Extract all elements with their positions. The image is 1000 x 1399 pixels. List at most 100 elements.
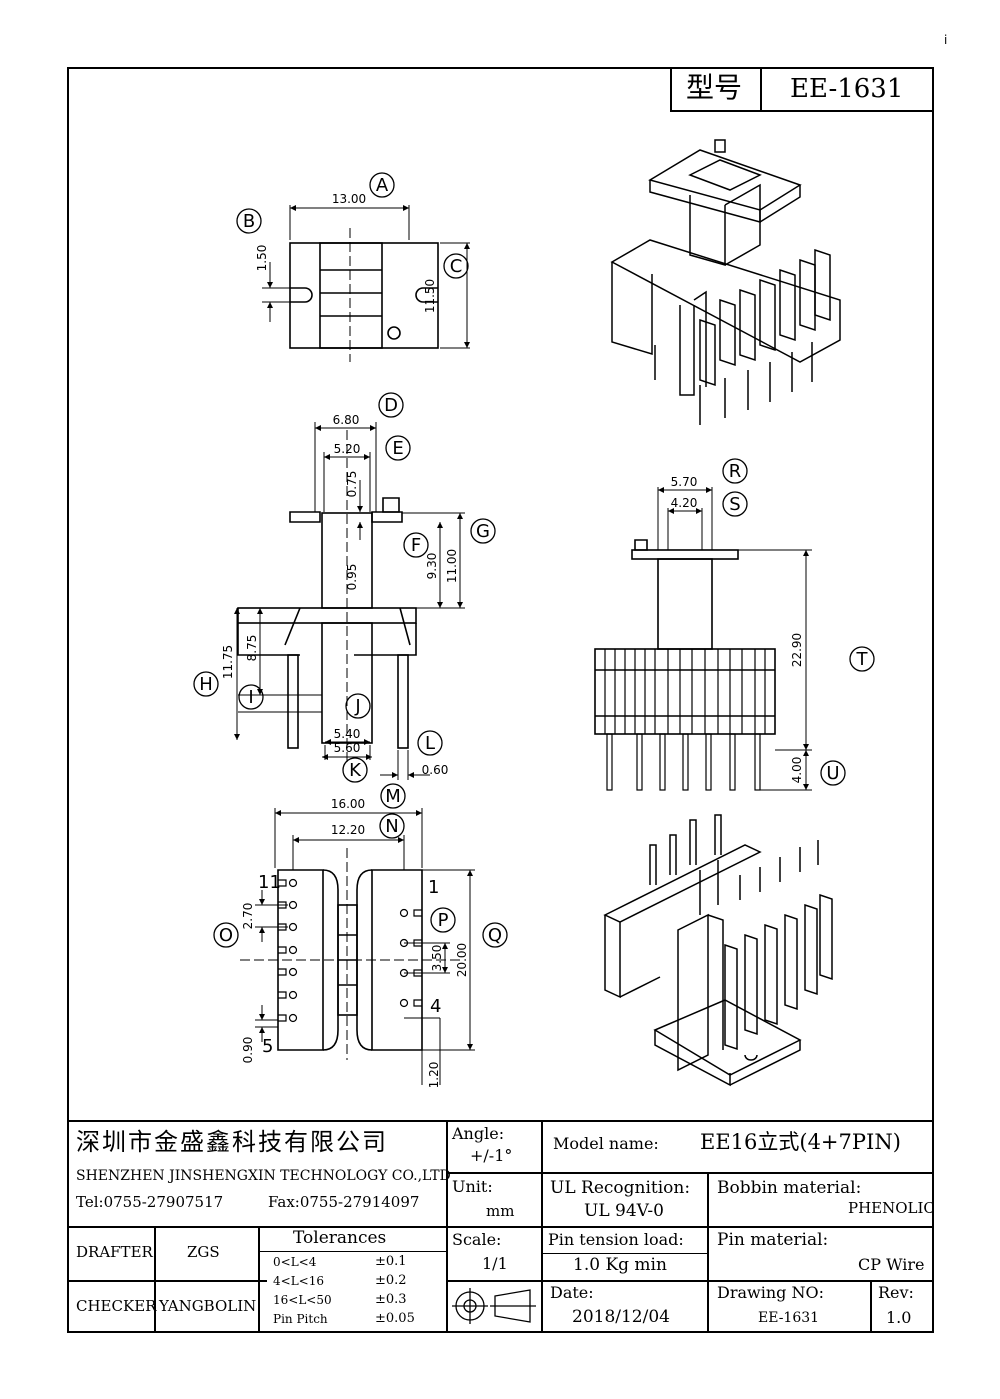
dim-m: 16.00 — [331, 797, 365, 811]
bobbin-value: PHENOLIC — [848, 1199, 935, 1217]
title-block-top — [67, 1120, 934, 1122]
dim-095: 0.95 — [345, 564, 359, 591]
dimension-texts: 13.00 1.50 11.50 6.80 5.20 0.75 0.95 9.3… — [221, 192, 804, 1088]
drawing-no-label: Drawing NO: — [717, 1283, 824, 1302]
label-i: I — [248, 687, 253, 708]
dim-090: 0.90 — [241, 1037, 255, 1064]
rev-value: 1.0 — [886, 1308, 912, 1327]
date-value: 2018/12/04 — [572, 1307, 670, 1327]
dim-q: 20.00 — [455, 943, 469, 977]
dim-i: 8.75 — [245, 635, 259, 662]
company-tel: Tel:0755-27907517 — [76, 1193, 224, 1211]
drafter-label: DRAFTER — [76, 1243, 153, 1261]
pin-number-5: 5 — [262, 1036, 273, 1057]
tolerance-range: 16<L<50 — [273, 1293, 332, 1307]
label-h: H — [199, 674, 213, 695]
title-block-divider — [446, 1172, 934, 1174]
iso-view-lower — [603, 814, 833, 1087]
dim-e: 5.20 — [334, 442, 361, 456]
dim-f: 9.30 — [425, 553, 439, 580]
pin-numbers: 11 5 1 4 — [258, 872, 441, 1057]
tolerance-range: 4<L<16 — [273, 1274, 324, 1288]
tolerance-range: Pin Pitch — [273, 1312, 328, 1326]
title-block-divider — [67, 1226, 446, 1228]
dim-g: 11.00 — [445, 549, 459, 583]
title-block-divider — [154, 1226, 156, 1333]
model-label: 型号 — [686, 71, 743, 104]
title-block-divider — [707, 1172, 709, 1333]
drawing-no-value: EE-1631 — [758, 1310, 820, 1326]
tolerance-value: ±0.3 — [375, 1292, 407, 1307]
rev-label: Rev: — [878, 1283, 914, 1302]
header-divider — [760, 67, 762, 110]
unit-label: Unit: — [452, 1177, 493, 1196]
label-d: D — [384, 395, 398, 416]
label-p: P — [438, 910, 449, 931]
label-f: F — [411, 535, 421, 556]
label-u: U — [826, 763, 839, 784]
dim-b: 1.50 — [255, 245, 269, 272]
dim-u: 4.00 — [790, 757, 804, 784]
checker-label: CHECKER — [76, 1297, 157, 1315]
dim-j: 5.40 — [334, 727, 361, 741]
company-name-en: SHENZHEN JINSHENGXIN TECHNOLOGY CO.,LTD — [76, 1168, 451, 1184]
label-g: G — [476, 521, 490, 542]
dim-075: 0.75 — [345, 471, 359, 498]
front-view — [594, 487, 812, 791]
dim-d: 6.80 — [333, 413, 360, 427]
dim-n: 12.20 — [331, 823, 365, 837]
label-rings — [193, 172, 875, 948]
iso-view-upper — [610, 139, 841, 425]
pin-number-1: 1 — [428, 877, 439, 898]
tolerance-value: ±0.2 — [375, 1273, 407, 1288]
date-label: Date: — [550, 1283, 594, 1302]
dim-c: 11.50 — [423, 279, 437, 313]
label-k: K — [349, 760, 362, 781]
dim-120: 1.20 — [427, 1062, 441, 1089]
model-name-value: EE16立式(4+7PIN) — [700, 1130, 901, 1154]
label-j: J — [354, 696, 360, 717]
label-letters: A B C D E F G H I J K L R S T U M N O P … — [199, 175, 868, 946]
dim-a: 13.00 — [332, 192, 366, 206]
title-block-thin — [541, 1253, 707, 1254]
bobbin-label: Bobbin material: — [717, 1178, 862, 1198]
label-q: Q — [488, 925, 502, 946]
pin-material-label: Pin material: — [717, 1230, 829, 1250]
pin-tension-label: Pin tension load: — [548, 1230, 684, 1249]
company-fax: Fax:0755-27914097 — [268, 1193, 420, 1211]
drafter-value: ZGS — [187, 1243, 220, 1261]
scale-value: 1/1 — [482, 1254, 508, 1273]
pin-number-4: 4 — [430, 996, 441, 1017]
header-divider — [670, 67, 672, 110]
unit-value: mm — [486, 1202, 515, 1220]
title-block-divider — [446, 1280, 934, 1282]
dim-r: 5.70 — [671, 475, 698, 489]
dim-k: 5.60 — [334, 741, 361, 755]
label-e: E — [392, 438, 403, 459]
top-view — [262, 205, 470, 362]
label-m: M — [385, 786, 401, 807]
dim-p: 3.50 — [430, 945, 444, 972]
model-value: EE-1631 — [790, 74, 904, 104]
corner-mark: i — [944, 33, 948, 47]
angle-label: Angle: — [452, 1124, 505, 1143]
title-block-divider — [446, 1226, 934, 1228]
tolerance-value: ±0.05 — [375, 1311, 415, 1326]
pin-material-value: CP Wire — [858, 1255, 925, 1274]
label-r: R — [729, 461, 742, 482]
ul-value: UL 94V-0 — [584, 1201, 664, 1221]
tolerances-title: Tolerances — [293, 1228, 387, 1248]
checker-value: YANGBOLIN — [159, 1297, 257, 1315]
tolerance-range: 0<L<4 — [273, 1255, 317, 1269]
label-o: O — [219, 925, 233, 946]
pin-number-11: 11 — [258, 872, 281, 893]
title-block-divider — [870, 1280, 872, 1333]
bottom-view — [240, 808, 475, 1085]
tolerance-value: ±0.1 — [375, 1254, 407, 1269]
model-name-label: Model name: — [553, 1134, 659, 1153]
dim-s: 4.20 — [671, 496, 698, 510]
company-name-cn: 深圳市金盛鑫科技有限公司 — [76, 1128, 388, 1156]
label-n: N — [385, 816, 398, 837]
label-t: T — [856, 649, 869, 670]
side-view — [234, 422, 465, 780]
